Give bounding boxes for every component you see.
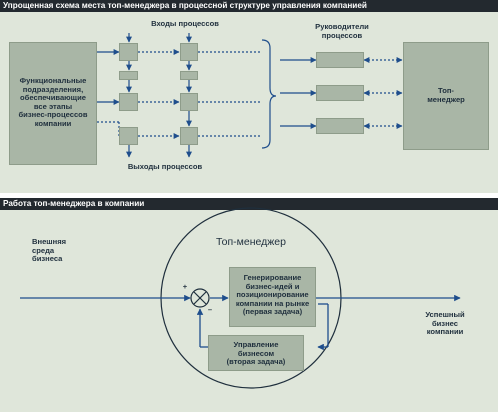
- top-manager-title: Топ-менеджер: [216, 236, 286, 248]
- diagram1-title-bar: Упрощенная схема места топ-менеджера в п…: [0, 0, 498, 12]
- process-leader-box: [316, 118, 364, 134]
- diagram1-title: Упрощенная схема места топ-менеджера в п…: [3, 1, 367, 10]
- task2-text: Управление бизнесом (вторая задача): [226, 340, 286, 367]
- process-step-box: [180, 127, 198, 145]
- process-step-box: [119, 43, 138, 61]
- comparator-icon: [190, 288, 210, 308]
- functional-units-text: Функциональные подразделения, обеспечива…: [18, 76, 88, 128]
- process-leaders-label: Руководители процессов: [315, 22, 369, 40]
- top-manager-box: Топ- менеджер: [403, 42, 489, 150]
- process-step-box: [180, 71, 198, 80]
- process-step-box: [119, 127, 138, 145]
- task2-box: Управление бизнесом (вторая задача): [208, 335, 304, 371]
- successful-business-label: Успешный бизнес компании: [425, 310, 465, 337]
- process-leader-box: [316, 52, 364, 68]
- diagram2-title: Работа топ-менеджера в компании: [3, 199, 145, 208]
- top-manager-text: Топ- менеджер: [427, 86, 465, 104]
- minus-sign: –: [207, 305, 213, 314]
- diagram2-title-bar: Работа топ-менеджера в компании: [0, 198, 498, 210]
- process-outputs-label: Выходы процессов: [127, 162, 203, 171]
- process-step-box: [180, 93, 198, 111]
- process-step-box: [180, 43, 198, 61]
- process-leader-box: [316, 85, 364, 101]
- process-inputs-label: Входы процессов: [151, 19, 219, 28]
- external-env-label: Внешняя среда бизнеса: [32, 237, 67, 264]
- functional-units-box: Функциональные подразделения, обеспечива…: [9, 42, 97, 165]
- task1-text: Генерирование бизнес-идей и позициониров…: [235, 273, 310, 317]
- task1-box: Генерирование бизнес-идей и позициониров…: [229, 267, 316, 327]
- plus-sign: +: [182, 282, 188, 291]
- process-step-box: [119, 93, 138, 111]
- process-step-box: [119, 71, 138, 80]
